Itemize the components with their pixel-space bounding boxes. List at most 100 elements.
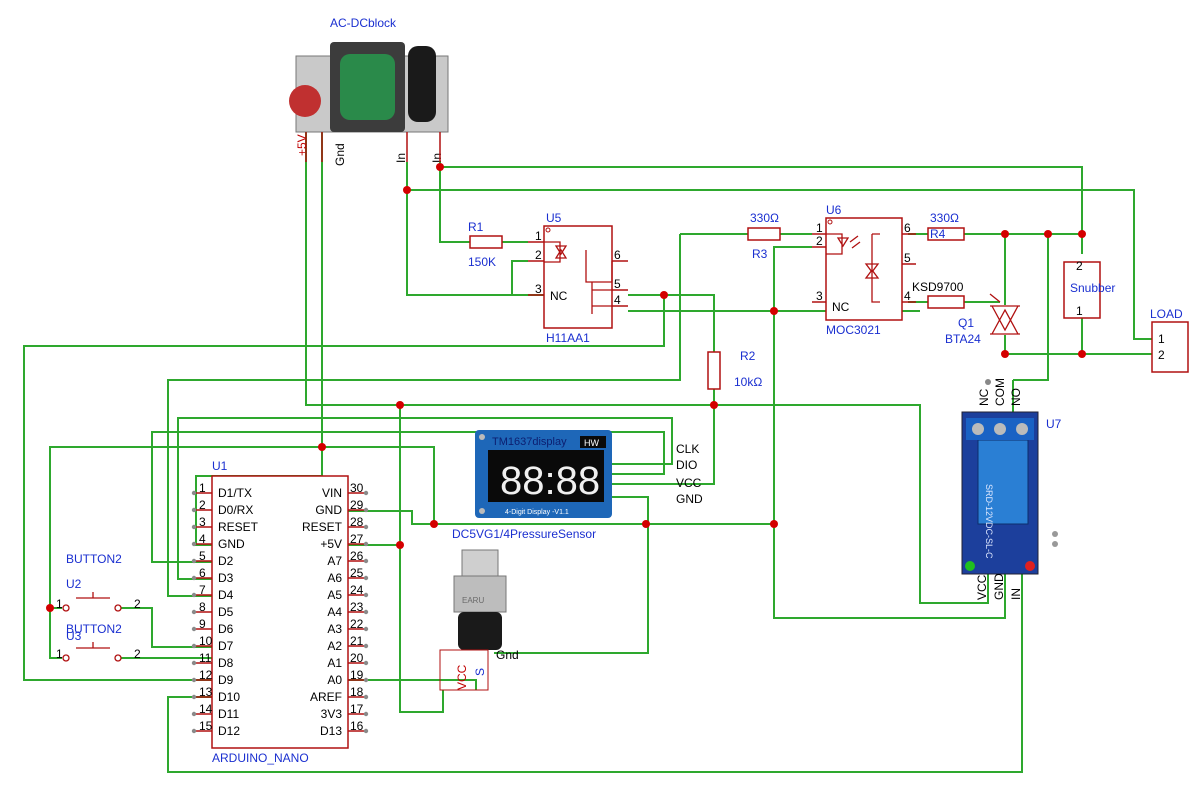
junction [318, 443, 326, 451]
button-u3: BUTTON2 U3 1 2 [56, 622, 141, 662]
u1-pin-label: A3 [327, 622, 342, 636]
u1-pin-end [363, 626, 369, 632]
u7-hole [1052, 531, 1058, 537]
u1-pin-end [191, 711, 197, 717]
u6-pin1-mark [827, 219, 833, 225]
button2-ref: U2 [66, 577, 82, 591]
u6-pin-num: 3 [816, 289, 823, 303]
load-body [1151, 321, 1189, 373]
load-pin: 1 [1158, 332, 1165, 346]
u7-led-green [965, 561, 975, 571]
sensor-pin-gnd: Gnd [496, 648, 519, 662]
u1-pin-number: 29 [350, 498, 364, 512]
button3-contact [62, 654, 70, 662]
u1-pin-number: 5 [199, 549, 206, 563]
u5-pin1-mark [545, 227, 551, 233]
u1-pin-number: 25 [350, 566, 364, 580]
button3-pin: 2 [134, 647, 141, 661]
u1-pin-label: D8 [218, 656, 234, 670]
wire-u5-out [23, 295, 665, 681]
u1-pin-label: A5 [327, 588, 342, 602]
u1-pin-end [191, 677, 197, 683]
optotriac-u6: U6 MOC3021 NC 1 2 3 4 5 6 [812, 203, 916, 337]
u1-pin-end [363, 660, 369, 666]
u1-pin-number: 14 [199, 702, 213, 716]
junction [1044, 230, 1052, 238]
button-u2: BUTTON2 U2 1 2 [56, 552, 141, 612]
u1-pin-number: 9 [199, 617, 206, 631]
display-badge-bg [580, 436, 606, 448]
wire-clk [177, 417, 673, 580]
junction [642, 520, 650, 528]
u1-pin-label: D11 [218, 707, 239, 721]
u6-pin-num: 6 [904, 221, 911, 235]
u1-pin-end [363, 694, 369, 700]
tm1637-display: 88:88 TM1637display HW 4-Digit Display -… [475, 430, 703, 518]
snubber: Snubber 2 1 [1063, 259, 1115, 319]
u1-pin-number: 2 [199, 498, 206, 512]
sensor-brand: EARU [462, 596, 484, 605]
u1-pin-end [363, 575, 369, 581]
u7-led-red [1025, 561, 1035, 571]
button3-contact [114, 654, 122, 662]
u1-pin-label: D6 [218, 622, 234, 636]
button2-pin: 2 [134, 597, 141, 611]
r2-ref: R2 [740, 349, 756, 363]
u1-pin-number: 13 [199, 685, 213, 699]
u1-pin-number: 4 [199, 532, 206, 546]
u1-pin-label: D3 [218, 571, 234, 585]
u5-ref: U5 [546, 211, 562, 225]
sensor-title: DC5VG1/4PressureSensor [452, 527, 596, 541]
wire-gnd-display [494, 496, 649, 654]
load-pin: 2 [1158, 348, 1165, 362]
display-caption: 4-Digit Display -V1.1 [505, 509, 569, 516]
u7-screw [1016, 423, 1028, 435]
r4-body [927, 227, 965, 241]
u1-pin-end [363, 558, 369, 564]
u6-pin-num: 2 [816, 234, 823, 248]
u1-pin-end [363, 677, 369, 683]
u1-pin-end [191, 507, 197, 513]
ac-dc-pin-in1: In [394, 153, 408, 163]
u1-pin-end [363, 609, 369, 615]
r1-ref: R1 [468, 220, 484, 234]
u6-part: MOC3021 [826, 323, 881, 337]
u7-module-text: SRD-12VDC-SL-C [984, 484, 994, 559]
wire-r1 [439, 167, 470, 243]
u1-pin-end [363, 711, 369, 717]
u6-pin-num: 5 [904, 251, 911, 265]
r4-ref: R4 [930, 227, 946, 241]
u7-ref: U7 [1046, 417, 1062, 431]
u1-pin-number: 1 [199, 481, 206, 495]
u6-pin-num: 1 [816, 221, 823, 235]
u1-pin-number: 30 [350, 481, 364, 495]
ksd-label: KSD9700 [912, 280, 964, 294]
wire-relay-in [167, 574, 1023, 773]
u1-pin-label: D12 [218, 724, 240, 738]
sensor-thread [461, 549, 499, 577]
u1-pin-number: 27 [350, 532, 364, 546]
u7-pin-nc: NC [977, 388, 991, 406]
u5-pin-num: 4 [614, 293, 621, 307]
q1-symbol [989, 293, 1020, 335]
r3-body [747, 227, 781, 241]
button3-pin: 1 [56, 647, 63, 661]
u5-transistor-symbol [585, 250, 613, 314]
u1-pin-end [191, 609, 197, 615]
button2-actuator [76, 592, 110, 599]
u1-pin-label: A2 [327, 639, 342, 653]
u7-screw [972, 423, 984, 435]
wire-gnd-button [49, 446, 435, 608]
u5-pin-num: 2 [535, 248, 542, 262]
wire-5v-sensor [399, 405, 444, 713]
display-pin-vcc: VCC [676, 476, 702, 490]
u5-part: H11AA1 [546, 331, 590, 345]
u1-pin-label: D0/RX [218, 503, 253, 517]
u1-pin-end [191, 660, 197, 666]
u1-pin-end [191, 558, 197, 564]
u1-pin-label: A7 [327, 554, 342, 568]
u7-relay [977, 439, 1029, 525]
